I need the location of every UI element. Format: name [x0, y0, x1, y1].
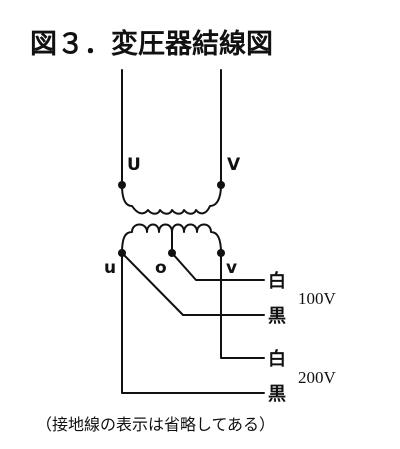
footnote: （接地線の表示は省略してある）	[36, 415, 275, 434]
terminal-label-u: u	[104, 258, 116, 278]
terminal-dot-V	[217, 181, 225, 189]
wire-white-100v	[171, 252, 265, 281]
terminal-dot-o	[168, 249, 176, 257]
terminal-label-v: v	[226, 258, 237, 278]
terminal-label-U: U	[127, 155, 141, 175]
wire-black-100v	[121, 252, 265, 316]
terminal-dot-u	[118, 249, 126, 257]
voltage-label-200v: 200V	[298, 368, 337, 387]
wire-label-black-1: 黒	[268, 306, 286, 327]
primary-winding	[121, 184, 222, 215]
terminal-dot-U	[118, 181, 126, 189]
wire-white-200v	[220, 252, 265, 359]
terminal-label-V: V	[227, 155, 241, 175]
terminal-dot-v	[217, 249, 225, 257]
wire-label-white-1: 白	[268, 270, 286, 292]
wire-black-200v	[121, 252, 265, 394]
terminal-label-o: o	[155, 258, 167, 278]
wire-label-black-2: 黒	[268, 384, 286, 405]
diagram-title: 図３．変圧器結線図	[30, 28, 273, 60]
voltage-label-100v: 100V	[298, 289, 337, 308]
wire-label-white-2: 白	[268, 348, 286, 370]
